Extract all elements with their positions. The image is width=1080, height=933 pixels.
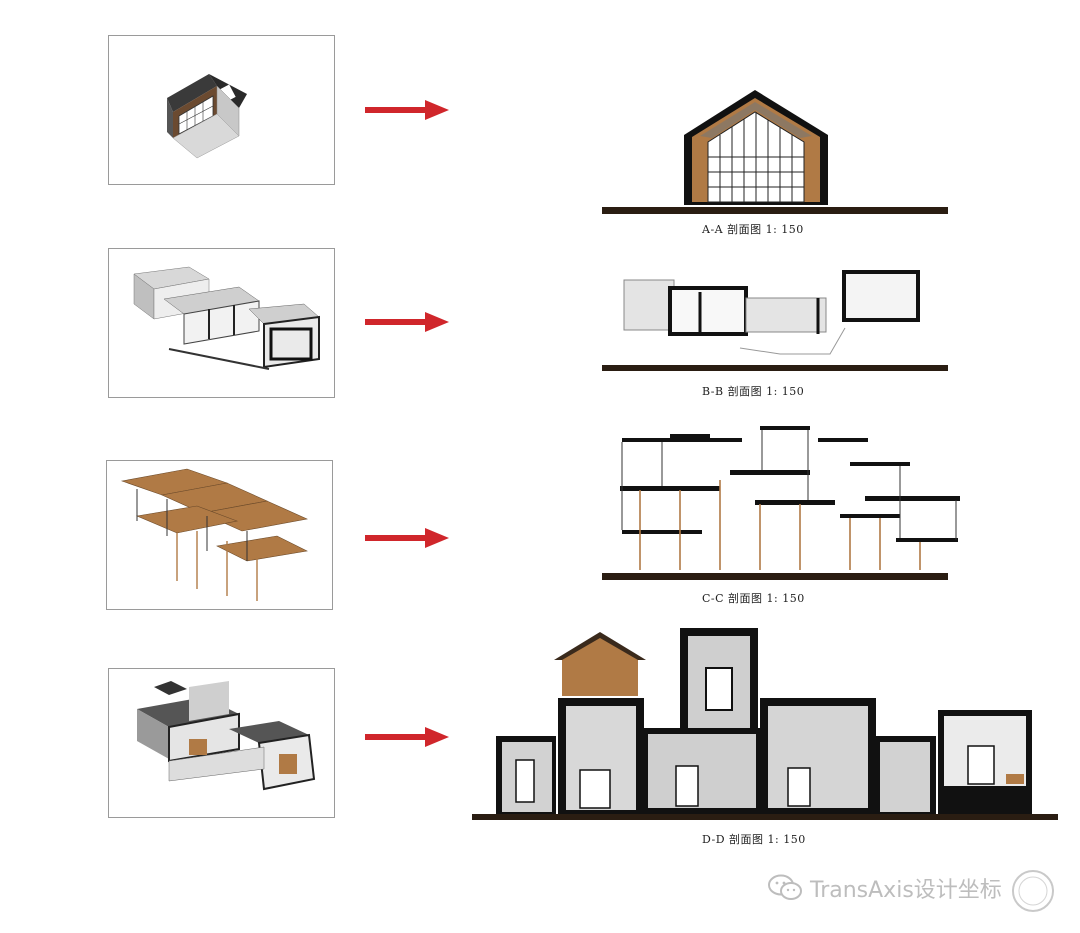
arrow-right-icon bbox=[365, 727, 449, 747]
axonometric-a-thumbnail bbox=[108, 35, 335, 185]
section-drawing-b bbox=[600, 268, 950, 378]
section-caption-c: C-C 剖面图 1: 150 bbox=[702, 592, 805, 605]
axonometric-b-thumbnail bbox=[108, 248, 335, 398]
watermark: TransAxis设计坐标 bbox=[768, 870, 1002, 906]
arrow-right-icon bbox=[365, 528, 449, 548]
section-drawing-d bbox=[470, 628, 1060, 824]
section-caption-b: B-B 剖面图 1: 150 bbox=[702, 385, 805, 398]
axonometric-c-thumbnail bbox=[106, 460, 333, 610]
wechat-icon bbox=[768, 874, 802, 900]
section-drawing-c bbox=[600, 420, 962, 585]
section-caption-a: A-A 剖面图 1: 150 bbox=[702, 223, 804, 236]
section-caption-d: D-D 剖面图 1: 150 bbox=[702, 833, 806, 846]
section-drawing-a bbox=[600, 80, 950, 220]
arrow-right-icon bbox=[365, 312, 449, 332]
seal-logo-icon bbox=[1012, 870, 1054, 912]
axonometric-d-thumbnail bbox=[108, 668, 335, 818]
watermark-text: TransAxis设计坐标 bbox=[810, 878, 1002, 903]
arrow-right-icon bbox=[365, 100, 449, 120]
